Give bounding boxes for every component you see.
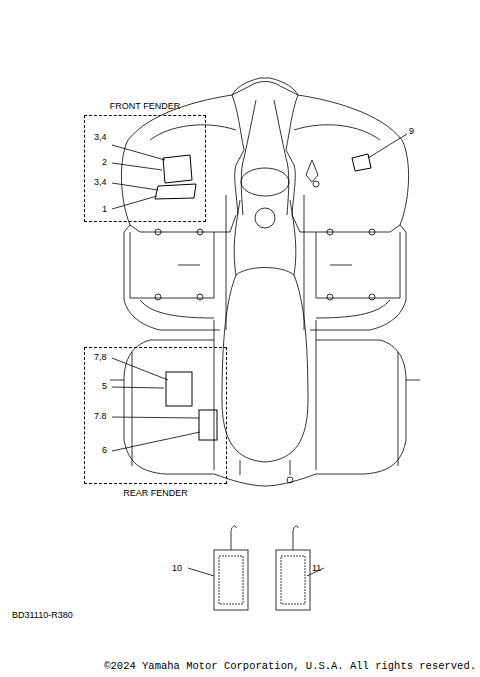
region-heading: FRONT FENDER xyxy=(85,101,205,111)
callout-number: 9 xyxy=(409,127,414,136)
callout-number: 2 xyxy=(102,158,107,167)
callout-number: 1 xyxy=(102,205,107,214)
copyright-note: ©2024 Yamaha Motor Corporation, U.S.A. A… xyxy=(104,661,476,672)
callout-number: 7.8 xyxy=(94,412,107,421)
callout-number: 7,8 xyxy=(94,353,107,362)
figure-code: BD31110-R380 xyxy=(12,611,73,620)
region-heading: REAR FENDER xyxy=(85,488,226,498)
callout-number: 3,4 xyxy=(94,133,107,142)
callout-number: 6 xyxy=(102,446,107,455)
callout-number: 10 xyxy=(172,564,182,573)
callout-number: 5 xyxy=(102,382,107,391)
callout-number: 11 xyxy=(312,564,321,573)
callout-number: 3,4 xyxy=(94,178,107,187)
